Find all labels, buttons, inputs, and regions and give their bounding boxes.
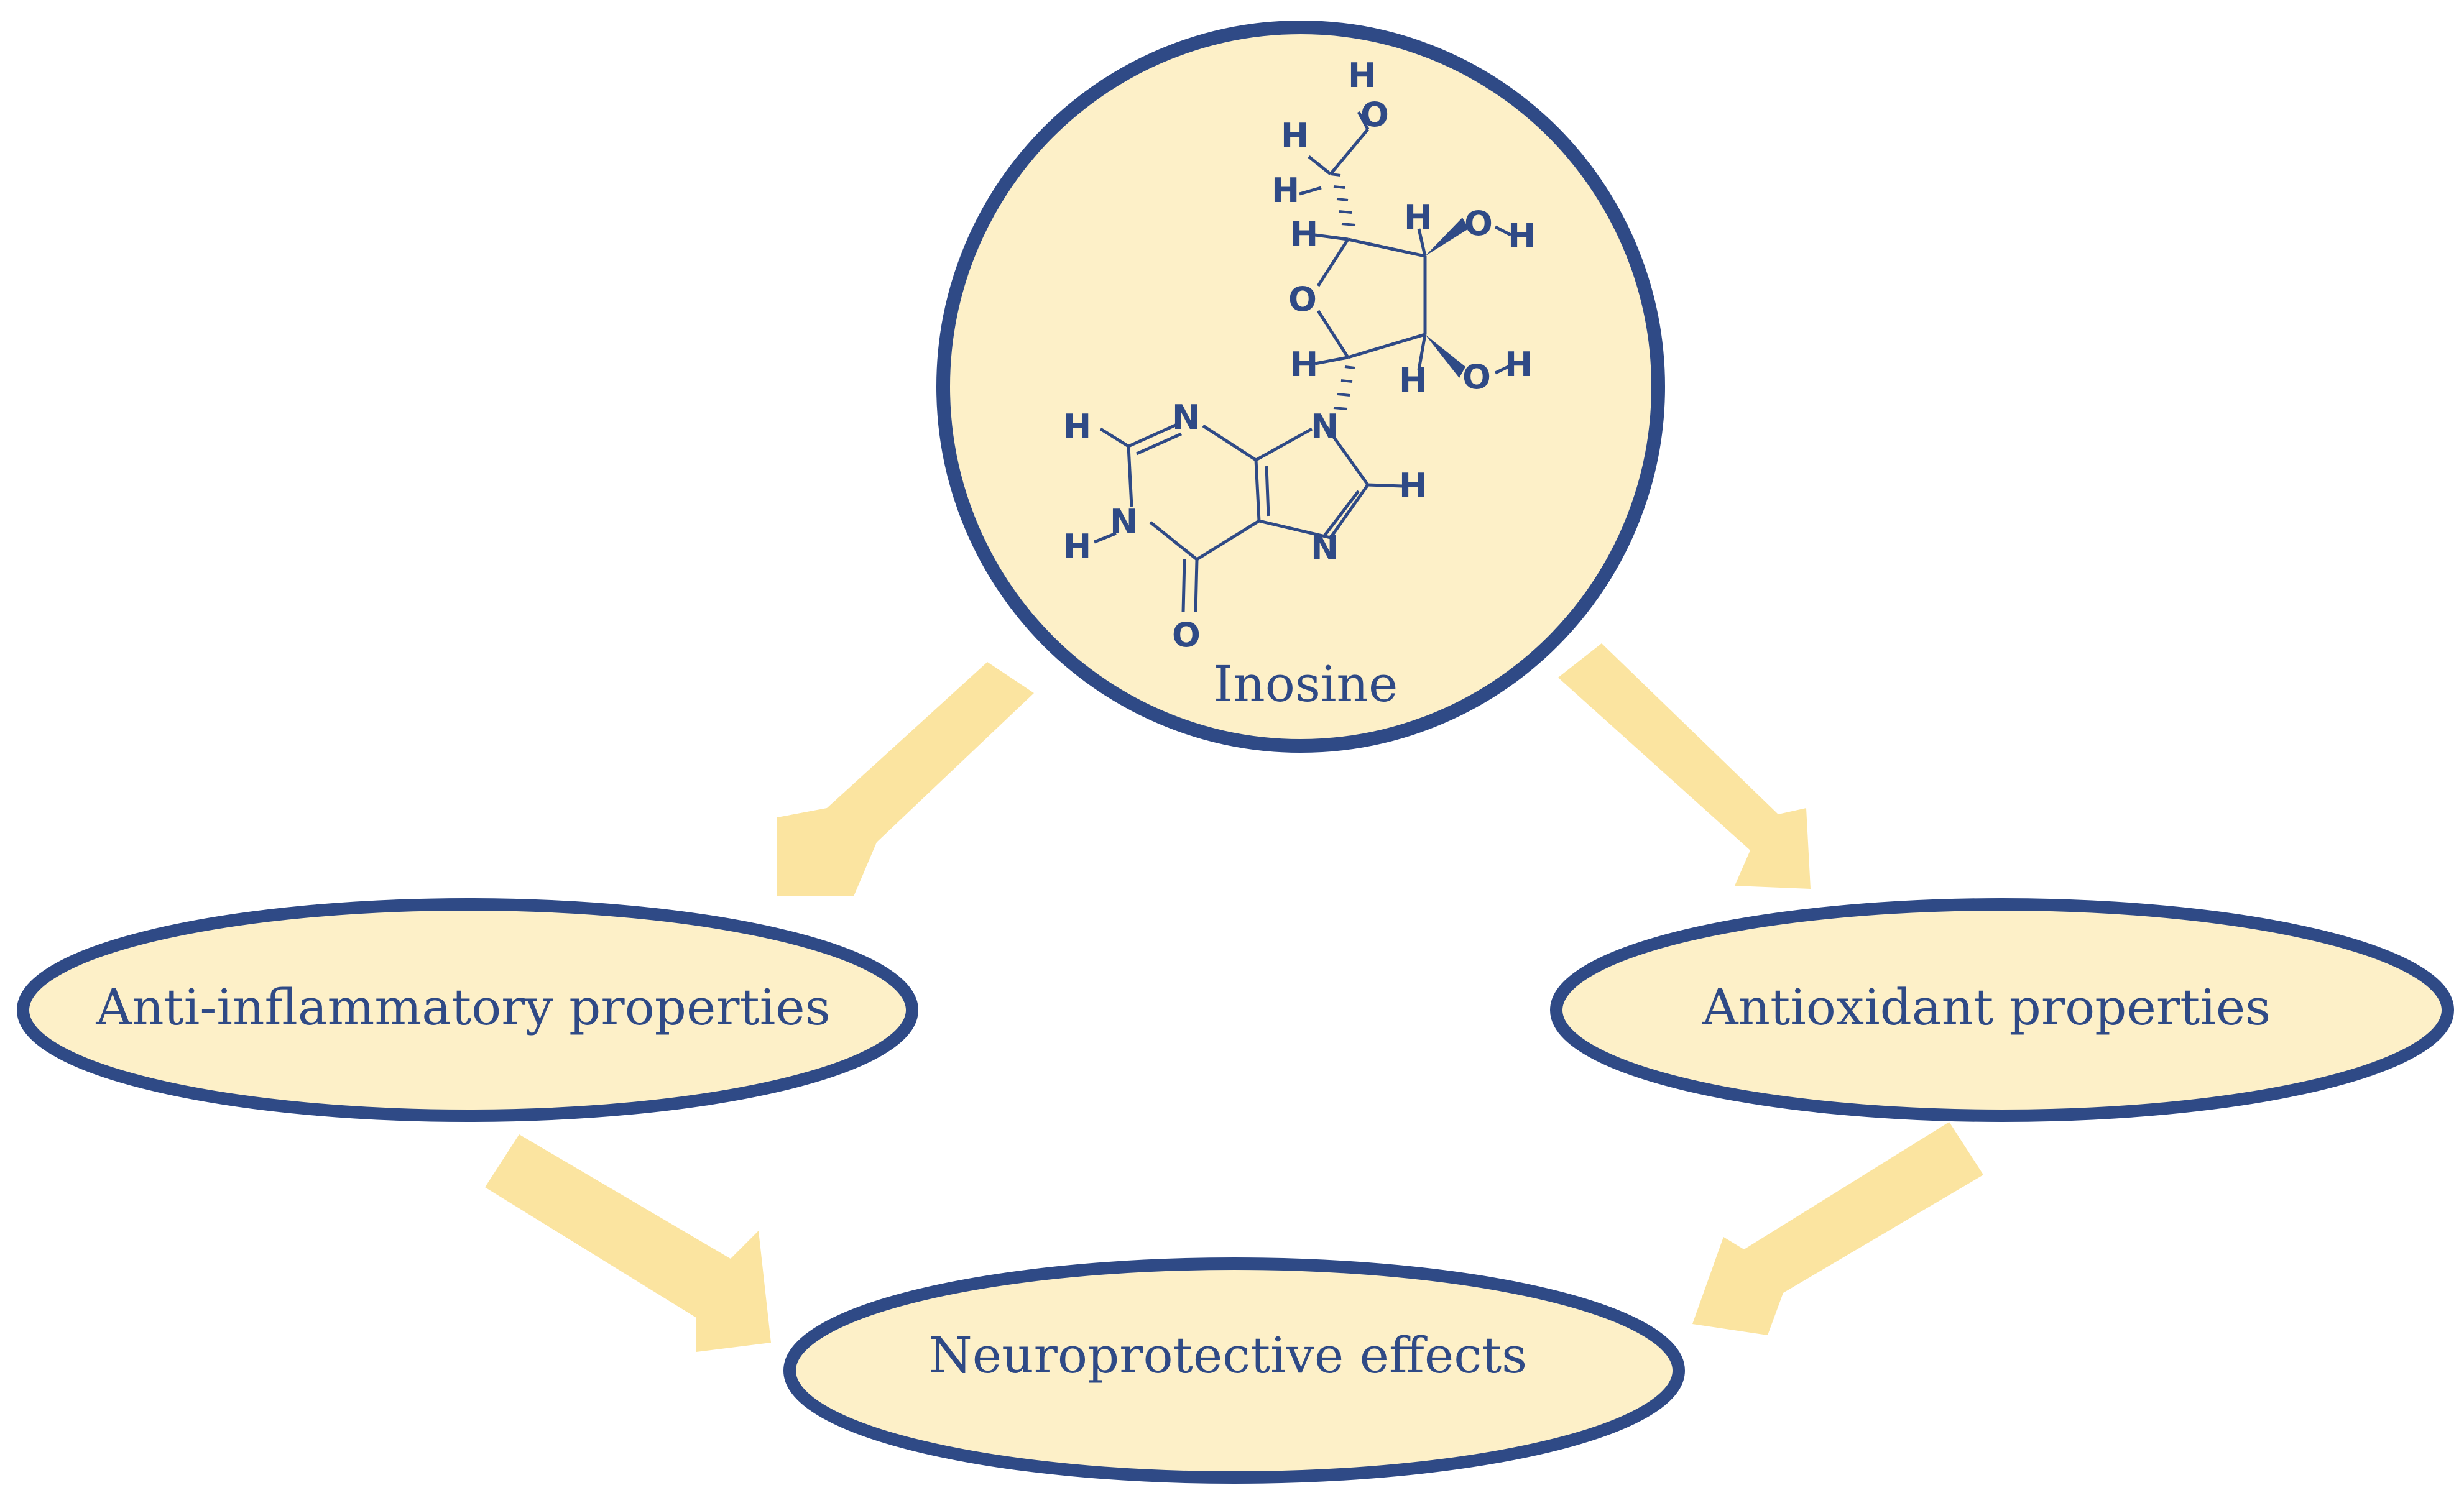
atom-h: H	[1290, 345, 1318, 384]
atom-h: H	[1348, 56, 1376, 95]
arrow-inosine-to-antioxidant	[1558, 643, 1811, 889]
atom-n: N	[1172, 398, 1200, 437]
inosine-molecule: H O H H H H O H O H H O H N H N N H N H	[1063, 56, 1536, 655]
atom-h: H	[1505, 345, 1533, 384]
atom-o: O	[1462, 357, 1491, 397]
anti-inflammatory-node: Anti-inflammatory properties	[17, 898, 918, 1122]
inosine-node: H O H H H H O H O H H O H N H N N H N H	[936, 21, 1665, 753]
atom-n: N	[1311, 528, 1339, 568]
atom-h: H	[1271, 171, 1299, 210]
atom-n: N	[1311, 407, 1339, 446]
arrows	[485, 643, 1983, 1352]
neuroprotective-node: Neuroprotective effects	[783, 1257, 1685, 1484]
antioxidant-node: Antioxidant properties	[1550, 898, 2454, 1122]
inosine-circle	[936, 21, 1665, 753]
antioxidant-ellipse	[1550, 898, 2454, 1122]
neuroprotective-ellipse	[783, 1257, 1685, 1484]
arrow-anti-inflammatory-to-neuroprotective	[485, 1134, 771, 1352]
atom-o: O	[1360, 95, 1389, 134]
atom-o: O	[1172, 615, 1201, 655]
atom-h: H	[1399, 466, 1427, 505]
atom-h: H	[1063, 407, 1091, 446]
inosine-label: Inosine	[1214, 655, 1398, 713]
antioxidant-label: Antioxidant properties	[1702, 978, 2271, 1036]
arrow-inosine-to-anti-inflammatory	[777, 662, 1034, 896]
anti-inflammatory-ellipse	[17, 898, 918, 1122]
atom-h: H	[1290, 214, 1318, 254]
anti-inflammatory-label: Anti-inflammatory properties	[95, 978, 830, 1036]
atom-n: N	[1110, 502, 1138, 541]
atom-o: O	[1288, 280, 1317, 319]
arrow-antioxidant-to-neuroprotective	[1692, 1122, 1983, 1335]
atom-h: H	[1063, 527, 1091, 566]
neuroprotective-label: Neuroprotective effects	[929, 1326, 1527, 1384]
atom-h: H	[1281, 116, 1309, 155]
atom-h: H	[1508, 216, 1536, 255]
atom-h: H	[1399, 361, 1427, 400]
atom-o: O	[1464, 204, 1493, 243]
atom-h: H	[1404, 198, 1432, 237]
